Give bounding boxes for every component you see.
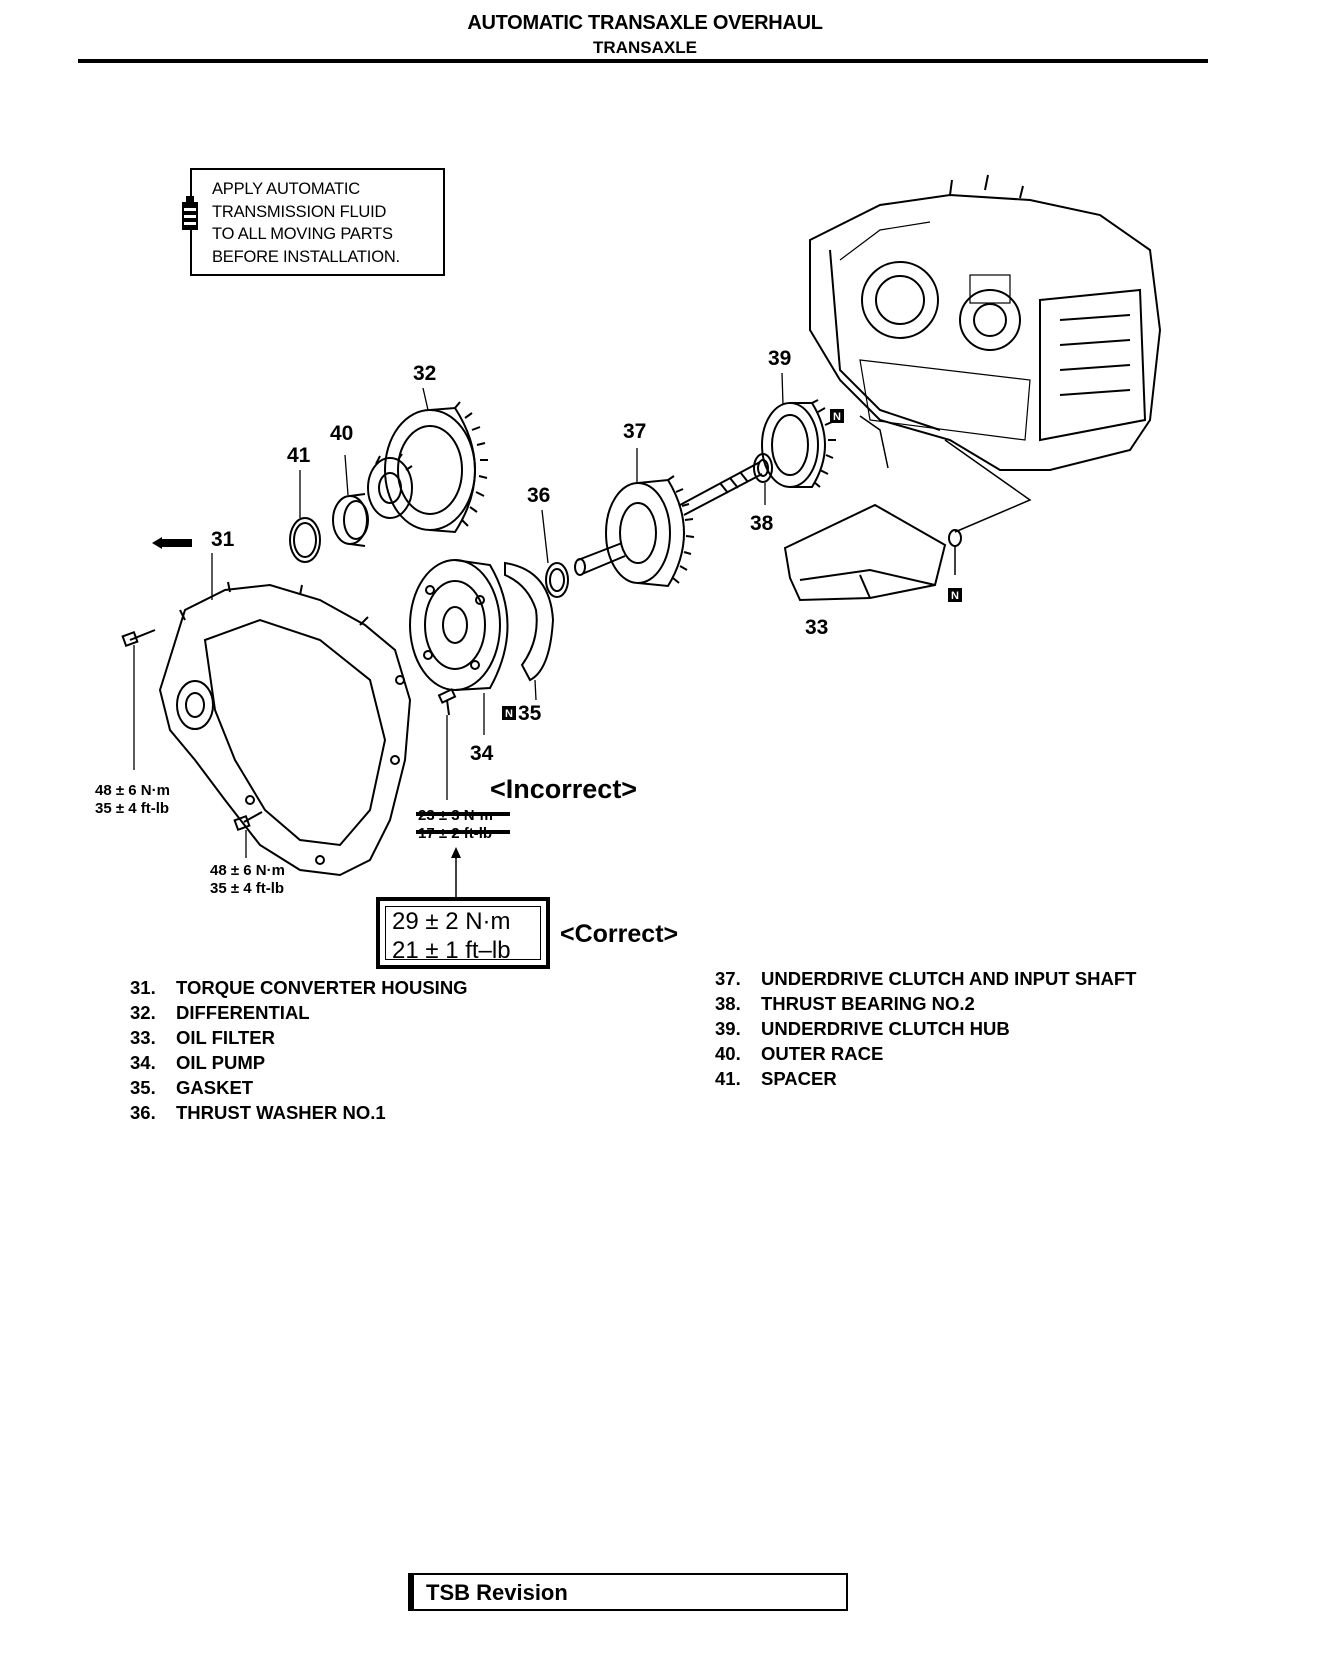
new-part-marker: N xyxy=(830,409,844,423)
underdrive-clutch-input-shaft xyxy=(574,461,763,588)
fluid-note-text: APPLY AUTOMATIC TRANSMISSION FLUID TO AL… xyxy=(212,180,400,266)
transaxle-case xyxy=(809,174,1162,471)
housing-torque-b-ftlb: 35 ± 4 ft-lb xyxy=(210,880,284,897)
oil-pump xyxy=(409,559,509,691)
thrust-bearing-no2 xyxy=(753,453,773,483)
legend-item: 31.TORQUE CONVERTER HOUSING xyxy=(130,977,468,998)
tsb-revision-label: TSB Revision xyxy=(426,1580,568,1605)
svg-text:N: N xyxy=(505,708,513,720)
exploded-view-diagram: N N N 31 32 33 34 35 36 37 38 39 40 41 4… xyxy=(95,174,1162,897)
fluid-note-box: APPLY AUTOMATIC TRANSMISSION FLUID TO AL… xyxy=(182,168,445,276)
callout-37: 37 xyxy=(623,420,646,443)
pump-torque-correct-nm: 29 ± 2 N·m xyxy=(392,908,511,935)
thrust-washer-no1 xyxy=(545,562,569,598)
o-ring xyxy=(948,529,962,547)
callout-39: 39 xyxy=(768,347,791,370)
torque-converter-housing xyxy=(158,581,412,877)
front-arrow-icon xyxy=(152,537,192,549)
housing-bolt-a xyxy=(121,629,156,770)
svg-text:N: N xyxy=(833,411,841,423)
parts-legend-right: 37.UNDERDRIVE CLUTCH AND INPUT SHAFT 38.… xyxy=(715,966,1136,1091)
legend-item: 38.THRUST BEARING NO.2 xyxy=(715,993,975,1014)
legend-item: 32.DIFFERENTIAL xyxy=(130,1002,310,1023)
housing-bolt-b xyxy=(233,811,263,858)
arrow-up-icon xyxy=(451,847,461,858)
strikethrough xyxy=(416,830,510,834)
callout-35: 35 xyxy=(518,702,542,725)
outer-race xyxy=(332,493,369,547)
correct-torque-box: 29 ± 2 N·m 21 ± 1 ft–lb xyxy=(376,897,550,969)
callout-33: 33 xyxy=(805,616,828,639)
parts-legend-left: 31.TORQUE CONVERTER HOUSING 32.DIFFERENT… xyxy=(130,975,468,1125)
header-rule xyxy=(78,59,1208,63)
strikethrough xyxy=(416,812,510,816)
legend-item: 37.UNDERDRIVE CLUTCH AND INPUT SHAFT xyxy=(715,968,1137,989)
gasket xyxy=(504,561,555,682)
svg-text:N: N xyxy=(951,590,959,602)
differential xyxy=(367,401,488,534)
legend-item: 41.SPACER xyxy=(715,1068,837,1089)
housing-torque-a-nm: 48 ± 6 N·m xyxy=(95,782,170,799)
callout-40: 40 xyxy=(330,422,353,445)
pump-bolt xyxy=(437,688,457,716)
housing-torque-b-nm: 48 ± 6 N·m xyxy=(210,862,285,879)
incorrect-label: <Incorrect> xyxy=(490,774,638,804)
pump-torque-correct-ftlb: 21 ± 1 ft–lb xyxy=(392,937,511,964)
legend-item: 39.UNDERDRIVE CLUTCH HUB xyxy=(715,1018,1010,1039)
callout-36: 36 xyxy=(527,484,550,507)
callout-32: 32 xyxy=(413,362,436,385)
new-part-marker: N xyxy=(948,588,962,602)
new-part-marker: N xyxy=(502,706,516,720)
callout-38: 38 xyxy=(750,512,774,535)
callout-41: 41 xyxy=(287,444,311,467)
legend-item: 33.OIL FILTER xyxy=(130,1027,276,1048)
callout-31: 31 xyxy=(211,528,235,551)
housing-torque-a-ftlb: 35 ± 4 ft-lb xyxy=(95,800,169,817)
tsb-revision-box: TSB Revision xyxy=(408,1573,848,1611)
oil-filter xyxy=(783,503,947,602)
page-subtitle: TRANSAXLE xyxy=(593,38,697,57)
page-title: AUTOMATIC TRANSAXLE OVERHAUL xyxy=(467,12,823,34)
fluid-bottle-icon xyxy=(182,196,198,230)
legend-item: 40.OUTER RACE xyxy=(715,1043,884,1064)
legend-item: 34.OIL PUMP xyxy=(130,1052,266,1073)
legend-item: 36.THRUST WASHER NO.1 xyxy=(130,1102,386,1123)
callout-34: 34 xyxy=(470,742,494,765)
legend-item: 35.GASKET xyxy=(130,1077,254,1098)
correct-label: <Correct> xyxy=(560,920,679,948)
spacer xyxy=(289,517,321,563)
underdrive-clutch-hub xyxy=(761,399,836,488)
